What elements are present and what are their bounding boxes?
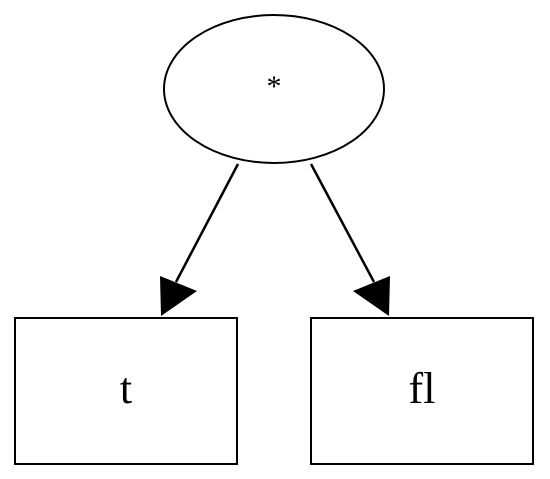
arrowhead-icon [160,276,197,316]
edge-line [309,163,376,283]
arrowhead-icon [353,276,390,316]
node-t: t [14,317,238,465]
node-root: * [163,14,385,164]
node-ellipse [163,14,385,164]
node-label-fl: fl [409,364,436,413]
node-fl: fl [310,317,534,465]
node-box [14,317,238,465]
edge-root-to-t [160,163,240,316]
edge-line [174,163,240,283]
edge-root-to-fl [309,163,390,316]
node-label-root: * [267,70,282,103]
node-label-t: t [120,364,132,413]
node-box [310,317,534,465]
